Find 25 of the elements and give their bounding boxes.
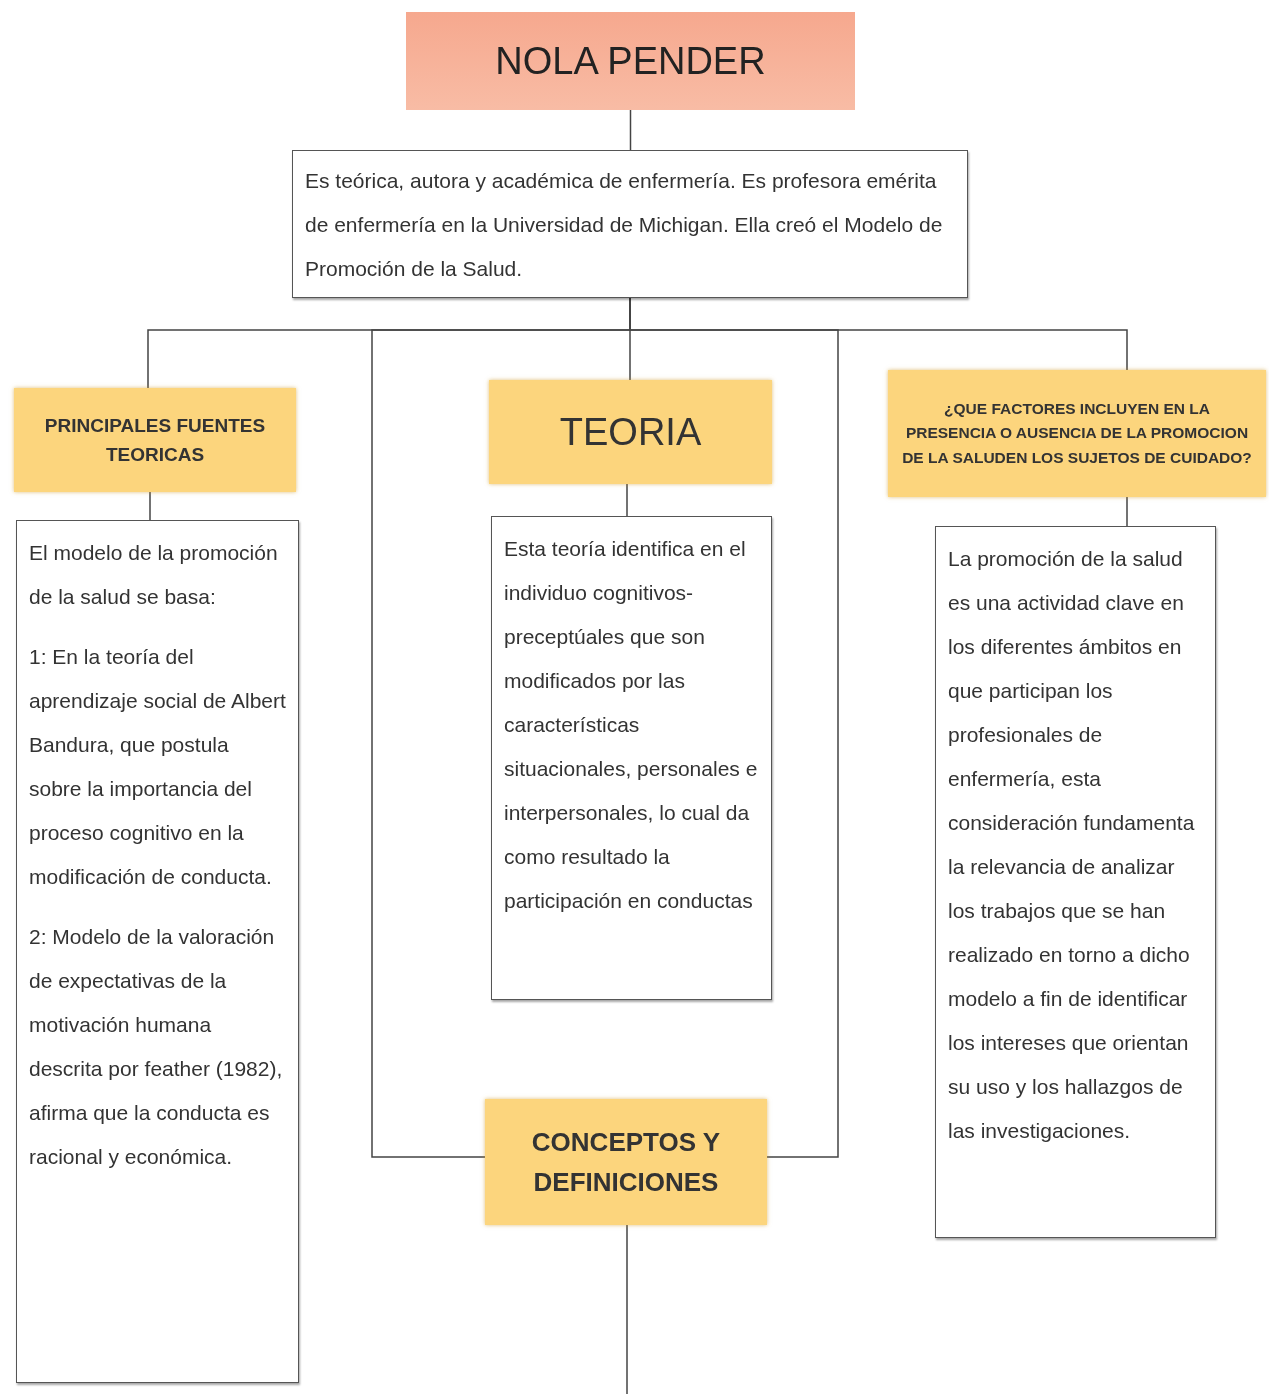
connector-line [1126, 496, 1128, 527]
heading-box [888, 370, 1266, 497]
paragraph: 1: En la teoría del aprendizaje social de Albert Bandura, que postula sobre la importancia del proceso cognitivo en la modificación de conducta. [29, 644, 286, 890]
heading-text: TEORIA [559, 409, 702, 455]
heading-box [14, 388, 296, 492]
paragraph: La promoción de la salud es una actividad clave en los diferentes ámbitos en que participan los profesionales de enfermería, esta consideración fundamenta la relevancia de analizar los trabajos que se han realizado en torno a dicho modelo a fin de identificar los intereses que orientan su uso y los hallazgos de las investigaciones. [948, 546, 1196, 1144]
heading-text: NOLA PENDER [495, 39, 766, 83]
paragraph: El modelo de la promoción de la salud se basa: [29, 540, 279, 610]
connector-line [149, 491, 151, 521]
heading-text: ¿QUE FACTORES INCLUYEN EN LA PRESENCIA O AUSENCIA DE LA PROMOCION DE LA SALUDEN LOS SUJETOS DE CUIDADO? [901, 399, 1253, 468]
heading-box [485, 1099, 767, 1225]
connector-line [629, 109, 632, 151]
paragraph: Esta teoría identifica en el individuo cognitivos-preceptúales que son modificados por las características situacionales, personales e interpersonales, lo cual da como resultado la participación en conductas [504, 536, 759, 914]
connector-line [626, 1224, 628, 1394]
text-box [292, 150, 968, 298]
text-box [491, 516, 772, 1000]
connector-line [626, 483, 628, 517]
text-box [935, 526, 1216, 1238]
paragraph: Es teórica, autora y académica de enfermería. Es profesora emérita de enfermería en la Universidad de Michigan. Ella creó el Modelo de Promoción de la Salud. [305, 168, 944, 282]
text-box [16, 520, 299, 1383]
title-box [406, 12, 855, 110]
heading-text: CONCEPTOS Y DEFINICIONES [530, 1125, 722, 1199]
heading-text: PRINCIPALES FUENTES TEORICAS [43, 413, 267, 467]
heading-box [489, 380, 772, 484]
paragraph: 2: Modelo de la valoración de expectativas de la motivación humana descrita por feather (1982), afirma que la conducta es racional y económica. [29, 924, 284, 1170]
